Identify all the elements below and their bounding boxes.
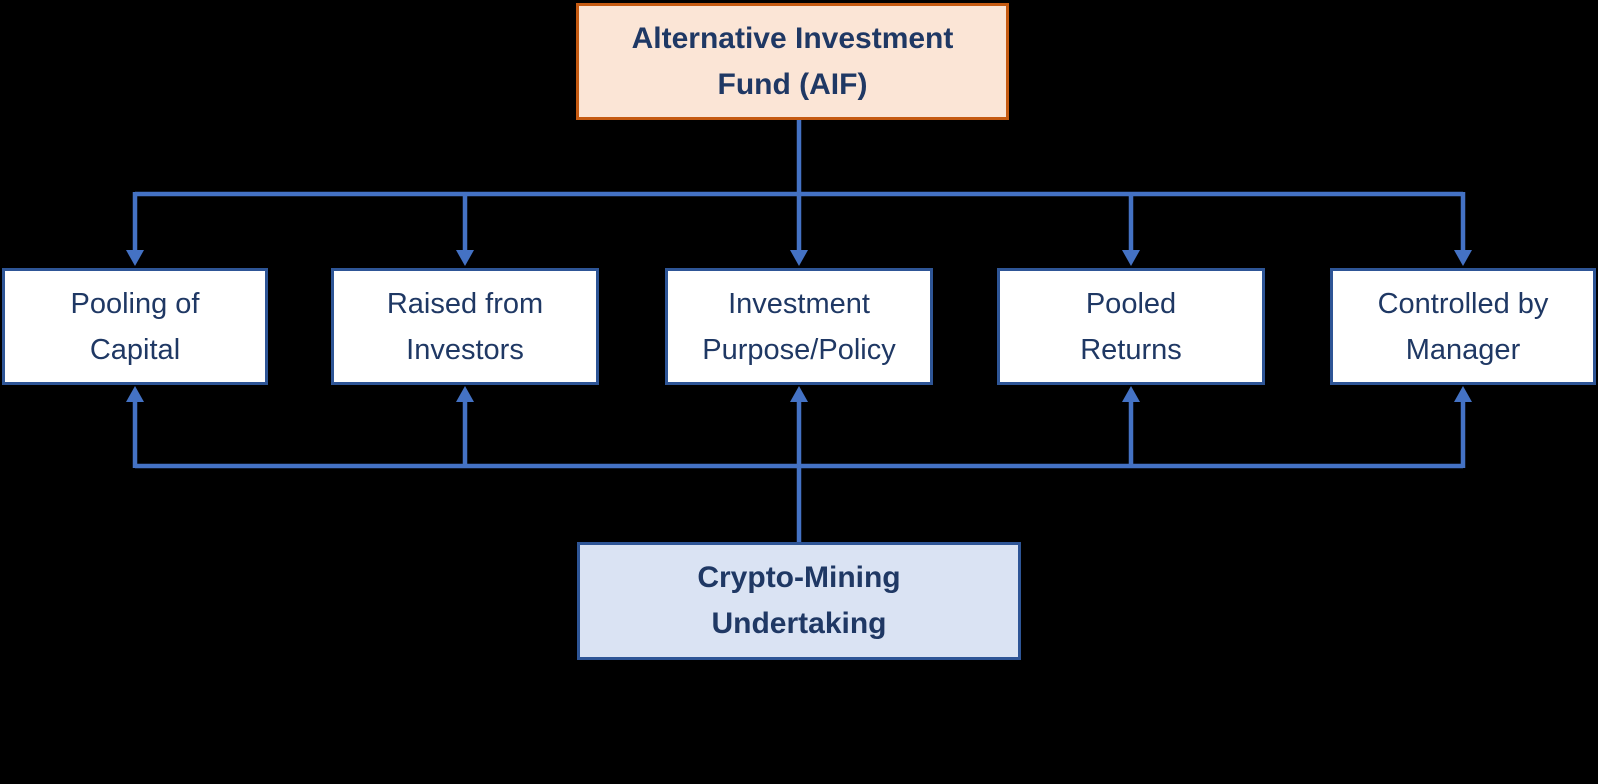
down-arrow-1 [126, 250, 144, 266]
criterion-box-investment-purpose-policy: Investment Purpose/Policy [665, 268, 933, 385]
criterion-box-controlled-by-manager: Controlled by Manager [1330, 268, 1596, 385]
up-arrow-4 [1122, 386, 1140, 402]
criterion-label-line2: Investors [406, 333, 524, 366]
criterion-label-line1: Pooled [1085, 287, 1177, 320]
up-arrow-1 [126, 386, 144, 402]
criterion-label-line2: Capital [89, 333, 181, 366]
aif-root-box: Alternative Investment Fund (AIF) [576, 3, 1009, 120]
up-arrow-5 [1454, 386, 1472, 402]
criterion-label-line1: Raised from [386, 287, 544, 320]
up-arrow-2 [456, 386, 474, 402]
criterion-label-line1: Pooling of [70, 287, 200, 320]
down-arrow-2 [456, 250, 474, 266]
criterion-box-pooling-of-capital: Pooling of Capital [2, 268, 268, 385]
down-arrow-4 [1122, 250, 1140, 266]
down-arrow-5 [1454, 250, 1472, 266]
criterion-label-line2: Manager [1405, 333, 1521, 366]
up-arrow-3 [790, 386, 808, 402]
subject-label-line1: Crypto-Mining [697, 561, 901, 594]
down-arrow-3 [790, 250, 808, 266]
criterion-label-line2: Purpose/Policy [702, 333, 896, 366]
aif-root-label-line1: Alternative Investment [631, 21, 954, 55]
criterion-label-line2: Returns [1080, 333, 1182, 366]
subject-label-line2: Undertaking [711, 607, 887, 640]
criterion-box-pooled-returns: Pooled Returns [997, 268, 1265, 385]
crypto-mining-subject-box: Crypto-Mining Undertaking [577, 542, 1021, 660]
aif-root-label-line2: Fund (AIF) [717, 67, 868, 101]
criterion-box-raised-from-investors: Raised from Investors [331, 268, 599, 385]
criterion-label-line1: Controlled by [1377, 287, 1549, 320]
criterion-label-line1: Investment [728, 287, 870, 320]
